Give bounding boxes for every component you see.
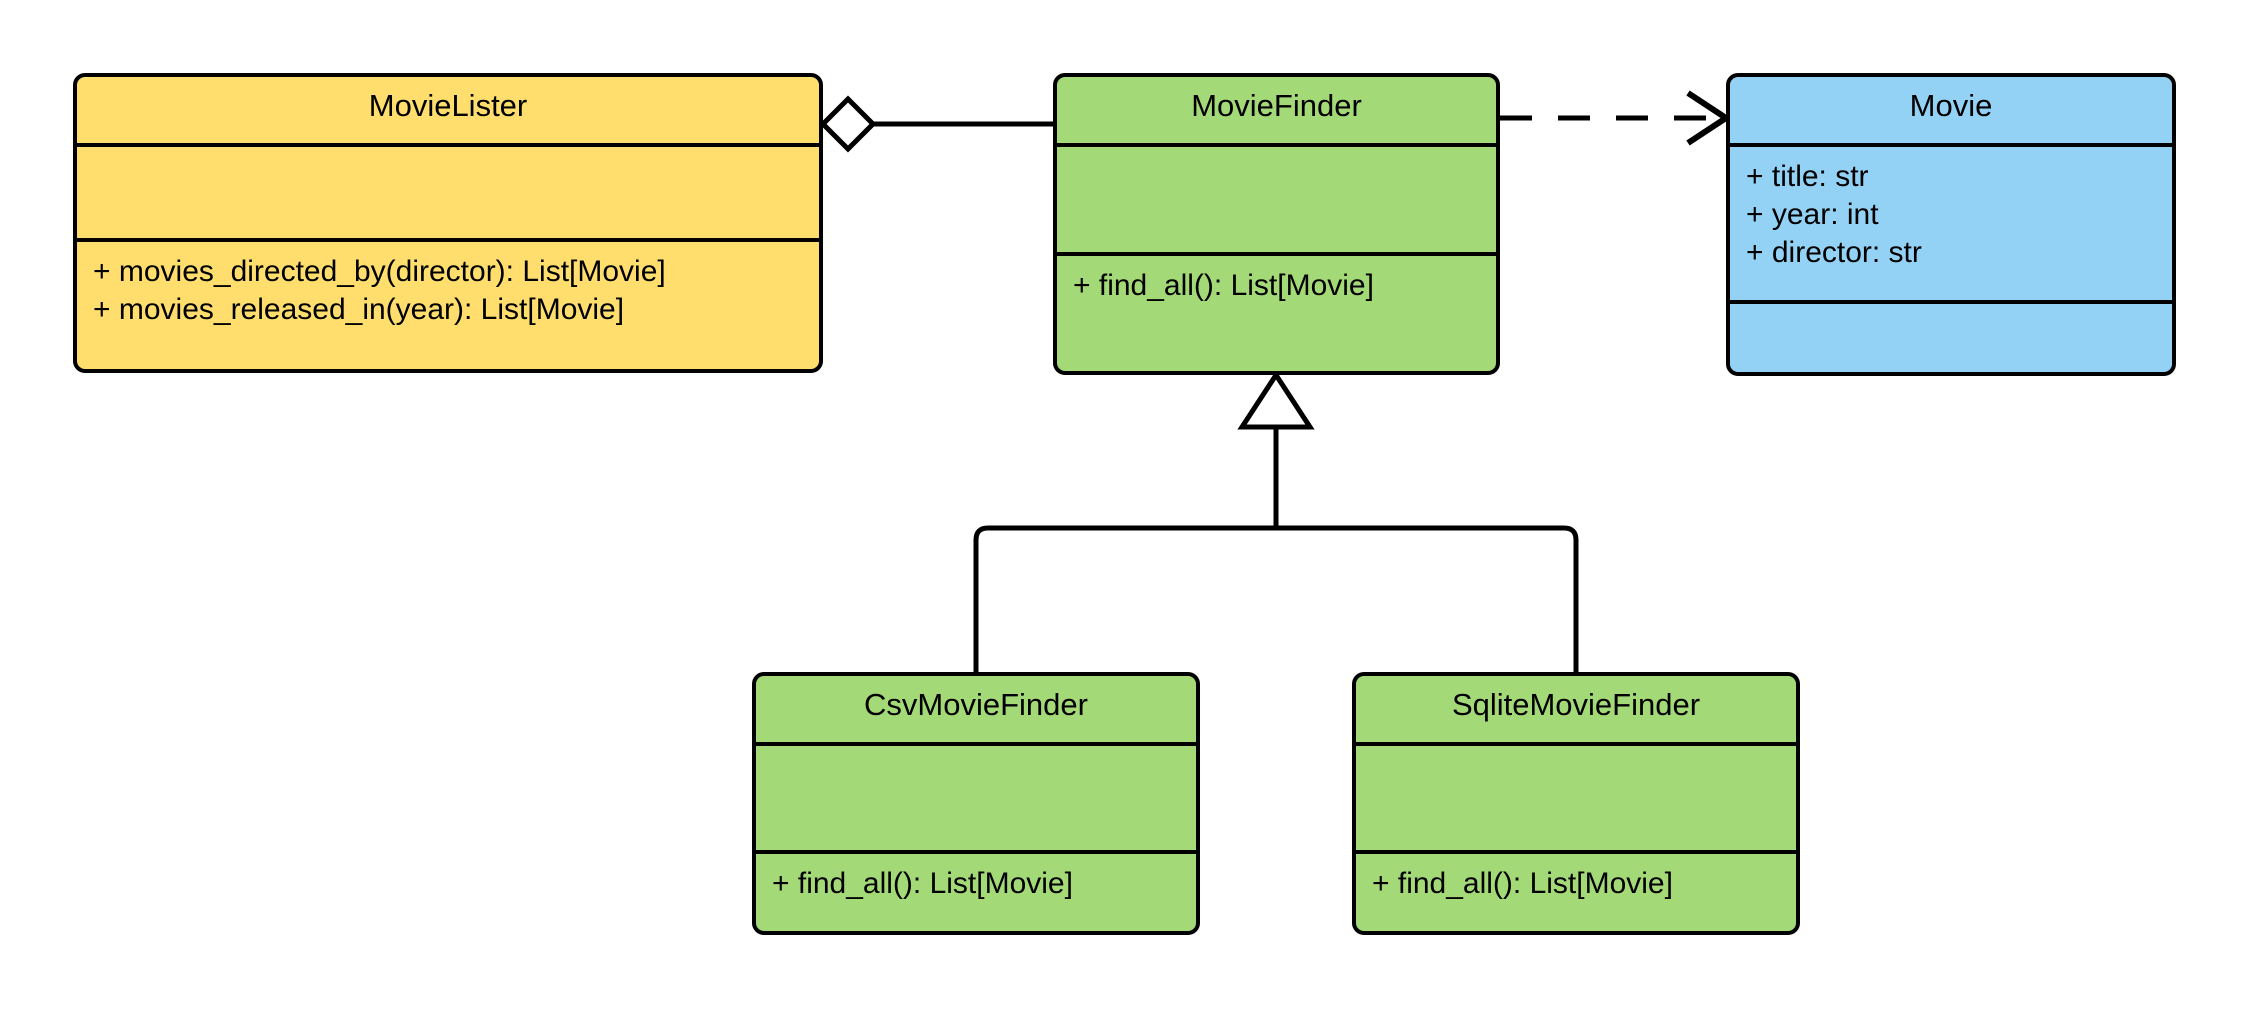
class-header-movie-lister: MovieLister — [77, 77, 819, 143]
class-box-sqlite-movie-finder[interactable]: SqliteMovieFinder + find_all(): List[Mov… — [1352, 672, 1800, 935]
class-title: MovieFinder — [1191, 88, 1362, 123]
generalization-branch-bar — [973, 525, 1579, 672]
method-item: + movies_released_in(year): List[Movie] — [93, 292, 625, 326]
method-item: + find_all(): List[Movie] — [772, 867, 1073, 900]
attribute-item: + year: int — [1746, 197, 1879, 231]
attributes-compartment-csv-movie-finder — [756, 742, 1196, 850]
class-box-movie-lister[interactable]: MovieLister + movies_directed_by(directo… — [73, 73, 823, 373]
methods-compartment-movie-lister: + movies_directed_by(director): List[Mov… — [77, 238, 819, 369]
class-title: MovieLister — [368, 88, 528, 123]
attributes-compartment-sqlite-movie-finder — [1356, 742, 1796, 850]
hollow-triangle-marker — [1237, 370, 1315, 430]
methods-compartment-csv-movie-finder: + find_all(): List[Movie] — [756, 850, 1196, 931]
method-item: + find_all(): List[Movie] — [1372, 867, 1673, 900]
class-header-movie-finder: MovieFinder — [1057, 77, 1496, 143]
class-title: CsvMovieFinder — [864, 687, 1088, 722]
methods-compartment-movie — [1730, 300, 2172, 372]
methods-compartment-sqlite-movie-finder: + find_all(): List[Movie] — [1356, 850, 1796, 931]
class-title: SqliteMovieFinder — [1451, 687, 1701, 722]
open-diamond-marker — [819, 95, 877, 153]
generalization-edge-tree — [973, 370, 1579, 672]
methods-compartment-movie-finder: + find_all(): List[Movie] — [1057, 252, 1496, 371]
attributes-compartment-movie: + title: str + year: int + director: str — [1730, 143, 2172, 300]
attributes-compartment-movie-finder — [1057, 143, 1496, 252]
attributes-compartment-movie-lister — [77, 143, 819, 238]
aggregation-edge-lister-finder — [819, 95, 1053, 153]
method-item: + movies_directed_by(director): List[Mov… — [93, 255, 666, 288]
class-box-csv-movie-finder[interactable]: CsvMovieFinder + find_all(): List[Movie] — [752, 672, 1200, 935]
dependency-edge-finder-movie — [1500, 90, 1732, 146]
open-arrow-marker — [1686, 90, 1732, 146]
class-header-movie: Movie — [1730, 77, 2172, 143]
class-box-movie-finder[interactable]: MovieFinder + find_all(): List[Movie] — [1053, 73, 1500, 375]
class-title: Movie — [1909, 88, 1993, 123]
class-header-sqlite-movie-finder: SqliteMovieFinder — [1356, 676, 1796, 742]
method-item: + find_all(): List[Movie] — [1073, 269, 1374, 302]
attribute-item: + director: str — [1746, 235, 1922, 269]
class-box-movie[interactable]: Movie + title: str + year: int + directo… — [1726, 73, 2176, 376]
class-header-csv-movie-finder: CsvMovieFinder — [756, 676, 1196, 742]
attribute-item: + title: str — [1746, 160, 1869, 193]
